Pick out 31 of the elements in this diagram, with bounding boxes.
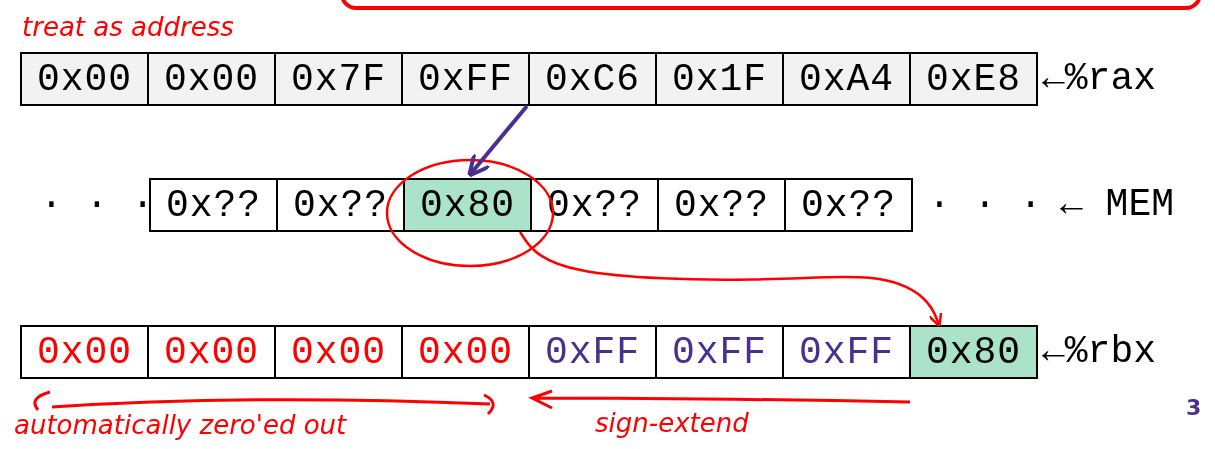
register-byte-cell: 0xFF [655, 325, 784, 379]
register-label: ← MEM [1060, 186, 1175, 224]
register-byte-cell: 0xE8 [909, 52, 1038, 106]
arrow [467, 104, 529, 178]
memory-byte-cell: 0x?? [784, 178, 913, 232]
annotation: sign-extend [595, 410, 749, 436]
memory-byte-cell: 0x80 [403, 178, 532, 232]
register-byte-cell: 0x00 [274, 325, 403, 379]
register-label: ←%rax [1042, 60, 1157, 98]
memory-byte-cell: 0x?? [276, 178, 405, 232]
ellipsis: · · · [928, 186, 1043, 224]
register-byte-cell: 0x1F [655, 52, 784, 106]
register-byte-cell: 0x80 [909, 325, 1038, 379]
register-byte-cell: 0x00 [147, 52, 276, 106]
page-number: 3 [1186, 397, 1202, 419]
register-byte-cell: 0xC6 [528, 52, 657, 106]
register-byte-cell: 0x7F [274, 52, 403, 106]
register-byte-cell: 0xFF [782, 325, 911, 379]
register-byte-cell: 0x00 [401, 325, 530, 379]
arrow [518, 231, 943, 328]
register-byte-cell: 0x00 [20, 52, 149, 106]
register-byte-cell: 0x00 [20, 325, 149, 379]
annotation: automatically zero'ed out [14, 412, 347, 438]
memory-byte-cell: 0x?? [149, 178, 278, 232]
register-label: ←%rbx [1042, 333, 1157, 371]
register-byte-cell: 0x00 [147, 325, 276, 379]
register-byte-cell: 0xFF [401, 52, 530, 106]
annotation: treat as address [22, 14, 234, 40]
register-byte-cell: 0xA4 [782, 52, 911, 106]
register-byte-cell: 0xFF [528, 325, 657, 379]
memory-byte-cell: 0x?? [657, 178, 786, 232]
